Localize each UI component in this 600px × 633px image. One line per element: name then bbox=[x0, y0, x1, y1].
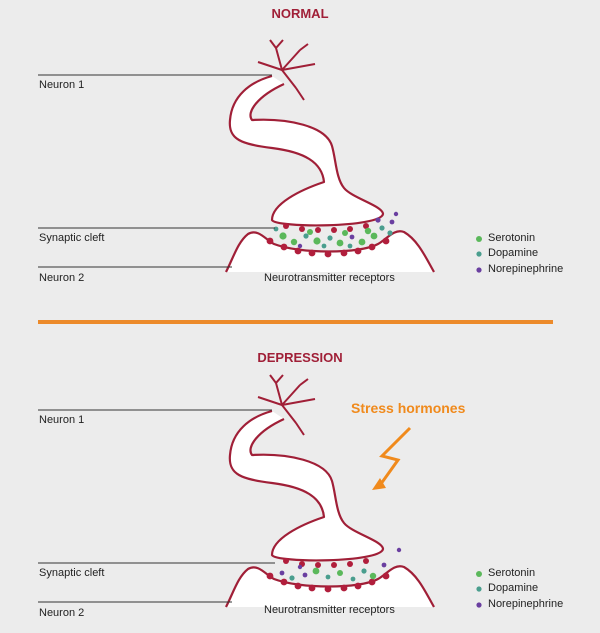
legend-dot-dopamine bbox=[476, 586, 482, 592]
normal-legend-dopamine: Dopamine bbox=[488, 247, 539, 259]
depression-legend-norepinephrine: Norepinephrine bbox=[488, 598, 564, 610]
depression-neurotransmitters bbox=[279, 547, 402, 582]
normal-synaptic-cleft-label: Synaptic cleft bbox=[39, 232, 105, 244]
legend-dot-serotonin bbox=[476, 571, 482, 577]
lightning-bolt-icon bbox=[376, 426, 412, 489]
normal-neuron1-label: Neuron 1 bbox=[39, 79, 85, 91]
legend-dot-norepinephrine bbox=[476, 602, 482, 608]
normal-synapse bbox=[224, 38, 436, 274]
normal-neuron2-label: Neuron 2 bbox=[39, 272, 85, 284]
legend-dot-norepinephrine bbox=[476, 267, 482, 273]
depression-legend-serotonin: Serotonin bbox=[488, 567, 536, 579]
normal-receptors-label: Neurotransmitter receptors bbox=[264, 272, 395, 284]
depression-synapse bbox=[224, 373, 436, 609]
normal-pointer-lines bbox=[38, 74, 275, 268]
stress-hormones-label: Stress hormones bbox=[351, 400, 466, 416]
depression-receptors-label: Neurotransmitter receptors bbox=[264, 604, 395, 616]
depression-pointer-lines bbox=[38, 409, 275, 603]
depression-title: DEPRESSION bbox=[257, 350, 343, 365]
legend-dot-dopamine bbox=[476, 251, 482, 257]
legend-dot-serotonin bbox=[476, 236, 482, 242]
normal-legend-norepinephrine: Norepinephrine bbox=[488, 263, 564, 275]
normal-legend-serotonin: Serotonin bbox=[488, 232, 536, 244]
normal-title: NORMAL bbox=[271, 6, 329, 21]
depression-neuron1-label: Neuron 1 bbox=[39, 414, 85, 426]
depression-neuron2-label: Neuron 2 bbox=[39, 607, 85, 619]
normal-neurotransmitters bbox=[273, 211, 399, 249]
depression-synaptic-cleft-label: Synaptic cleft bbox=[39, 567, 105, 579]
depression-legend-dopamine: Dopamine bbox=[488, 582, 539, 594]
